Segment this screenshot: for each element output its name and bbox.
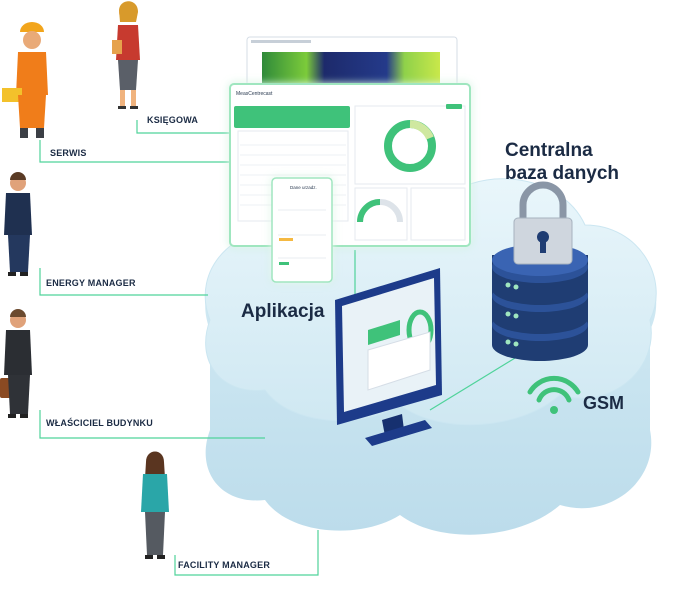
spectrogram-screen (246, 36, 458, 94)
person-serwis (2, 22, 48, 138)
person-energy-manager (4, 172, 32, 276)
padlock-icon (513, 181, 573, 265)
connector-wlasciciel (39, 410, 265, 439)
role-label-serwis: SERWIS (50, 148, 87, 158)
dashboard-app-name: MeasCentrecast (236, 91, 273, 97)
connector-monitor-db (429, 354, 521, 411)
person-wlasciciel-budynku (0, 309, 32, 418)
gsm-label: GSM (583, 393, 625, 413)
role-label-ksiegowa: KSIĘGOWA (147, 115, 199, 125)
role-label-wlasciciel-budynku: WŁAŚCICIEL BUDYNKU (46, 418, 153, 428)
database-label-line2: baza danych (505, 163, 620, 184)
role-label-facility-manager: FACILITY MANAGER (178, 560, 271, 570)
connector-facility (174, 530, 319, 576)
phone-card-title: Dane urzadz. (290, 185, 317, 190)
person-facility-manager (141, 451, 169, 559)
person-ksiegowa (112, 1, 140, 109)
monitor-illustration (335, 268, 442, 446)
role-label-energy-manager: ENERGY MANAGER (46, 278, 136, 288)
connector-energy (39, 268, 208, 296)
database-label-line1: Centralna (505, 140, 593, 161)
wifi-icon (527, 375, 581, 414)
phone-card (271, 177, 333, 283)
connector-serwis (39, 140, 232, 163)
application-label: Aplikacja (241, 301, 325, 322)
database-label: Centralna baza danych (505, 139, 665, 185)
